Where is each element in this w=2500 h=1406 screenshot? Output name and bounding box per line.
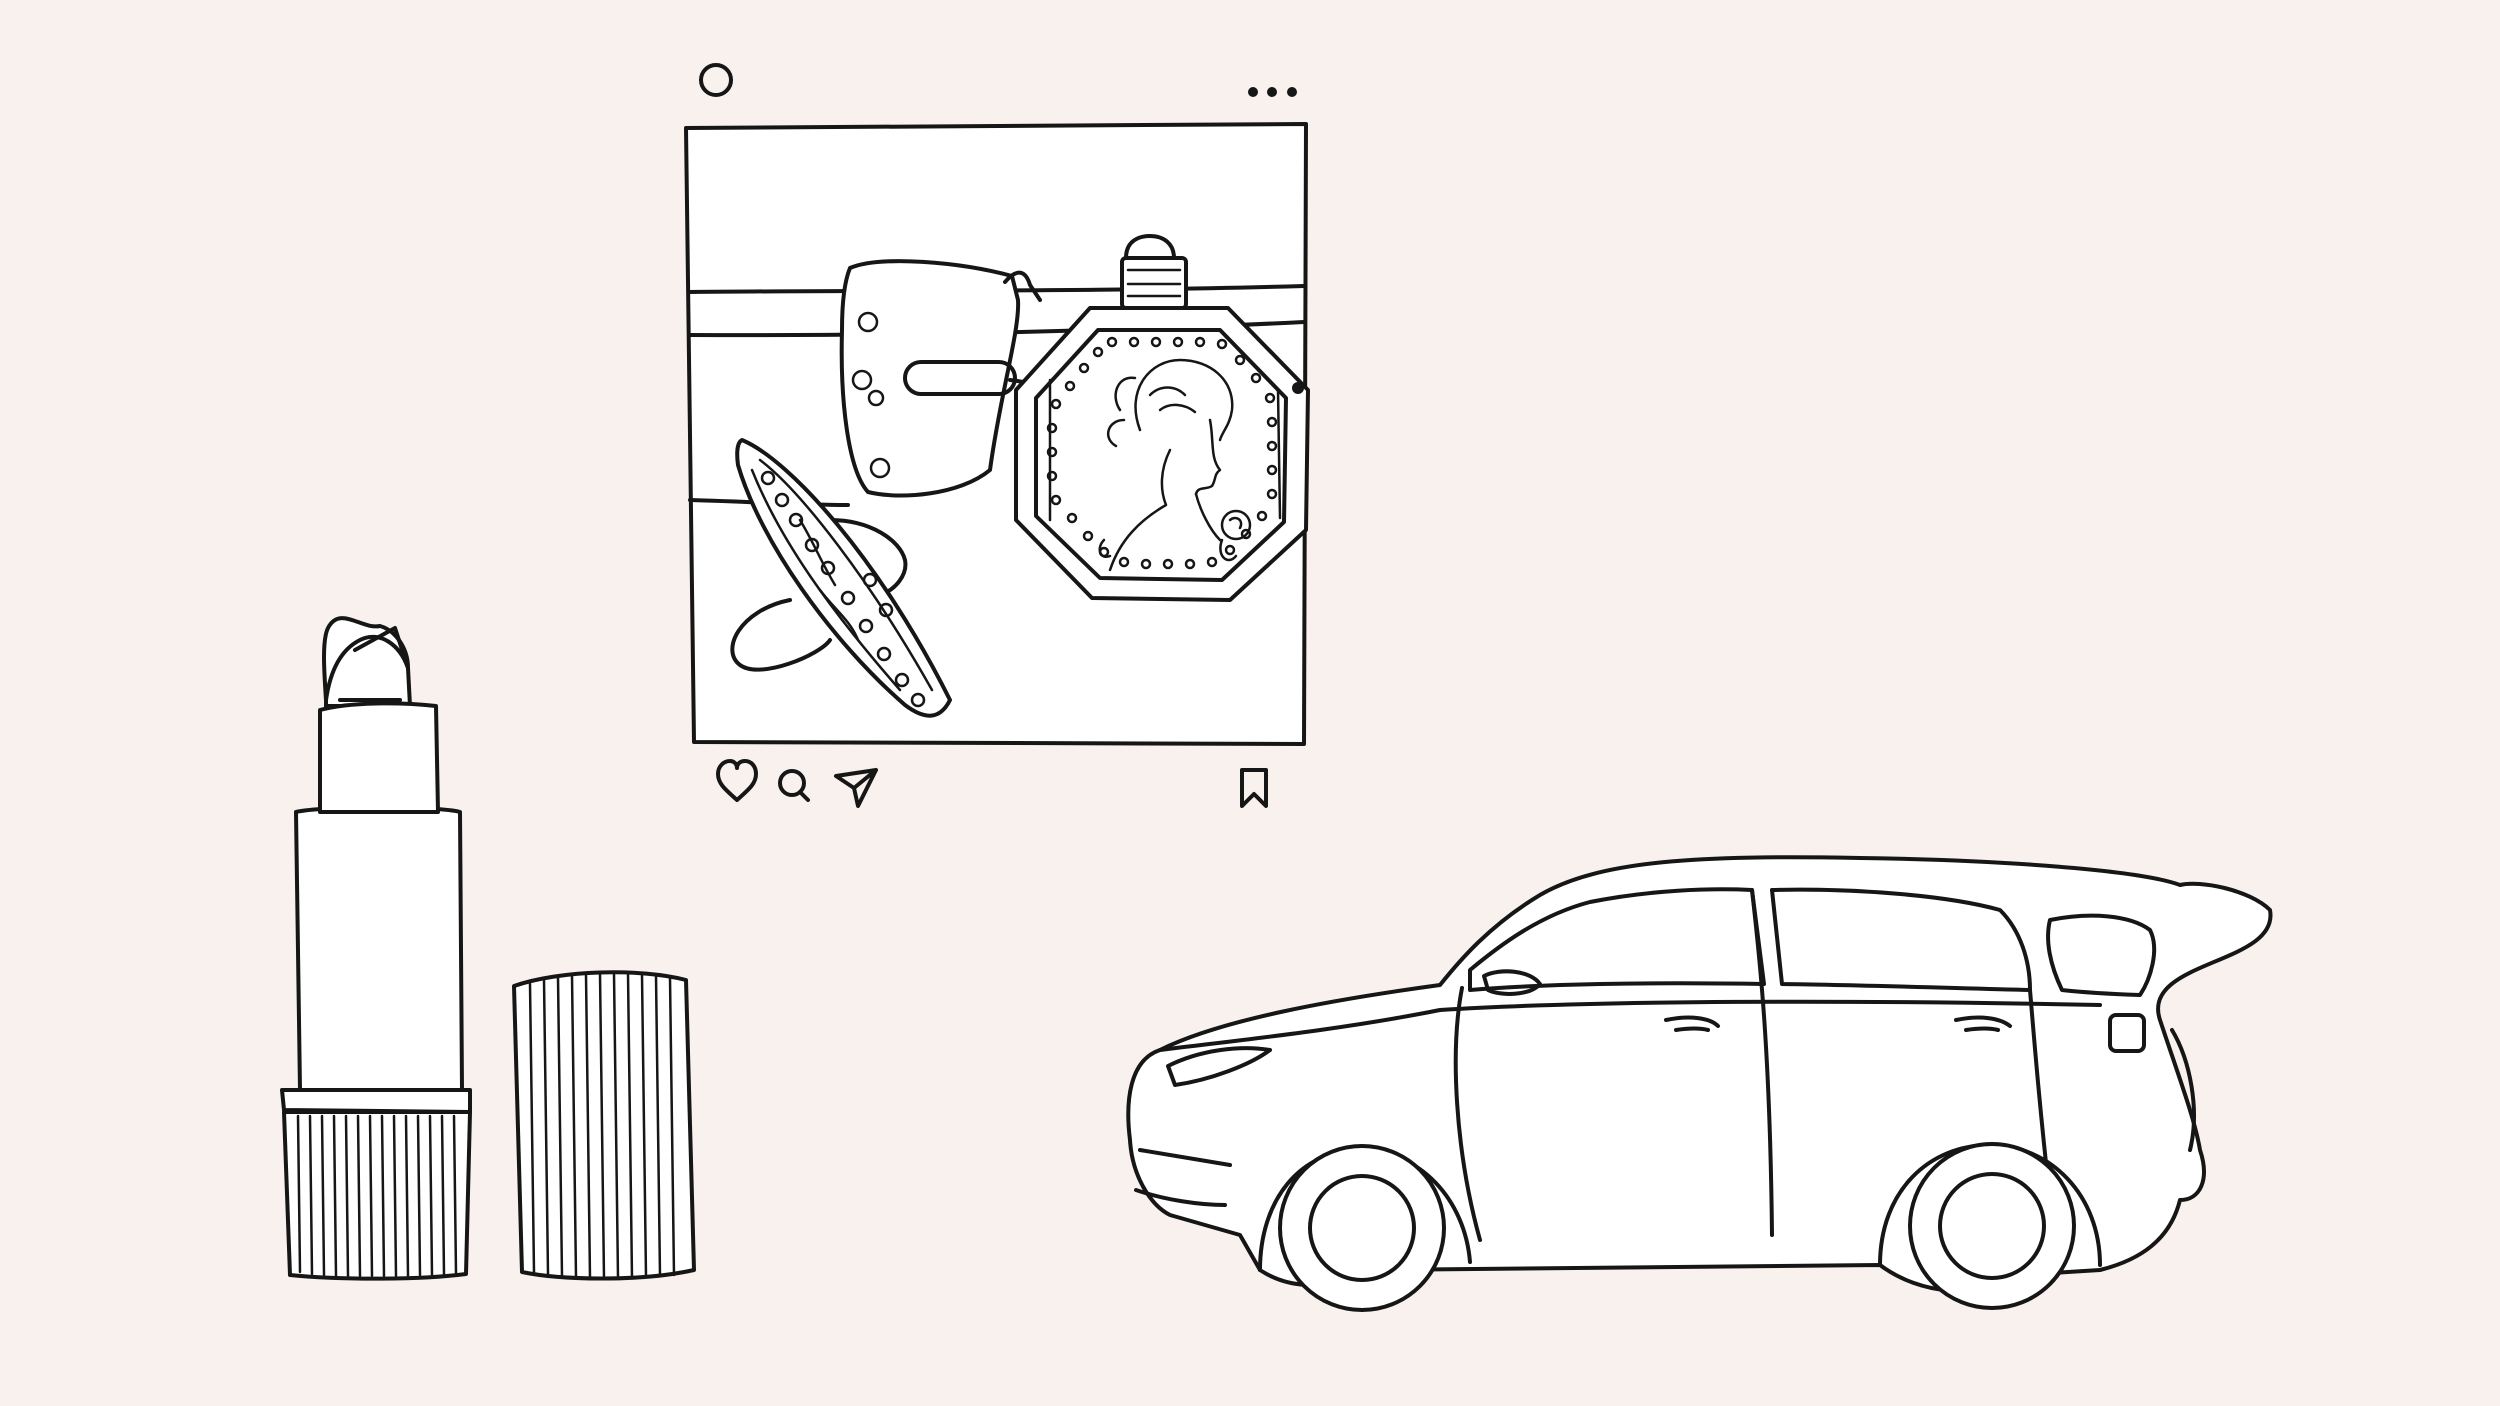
suv-car xyxy=(1126,855,2273,1312)
door-seam-center xyxy=(1750,888,1774,1237)
car-front-window xyxy=(1468,887,1766,992)
avatar-circle-icon[interactable] xyxy=(699,63,733,97)
lipstick-base-ribs xyxy=(296,1114,458,1278)
heart-icon[interactable] xyxy=(716,759,758,802)
rear-door-handle xyxy=(1954,1015,2012,1032)
post-image-content xyxy=(688,234,1310,718)
tail-line xyxy=(2170,1028,2196,1152)
shoulder-line xyxy=(1158,999,2102,1052)
car-back-window xyxy=(2046,913,2157,997)
bookmark-icon[interactable] xyxy=(1240,768,1268,808)
cap-ribs xyxy=(528,972,676,1280)
octagonal-perfume-bottle xyxy=(1014,234,1310,602)
grille-line xyxy=(1134,1188,1227,1207)
headlight xyxy=(1166,1046,1272,1087)
door-seam-front xyxy=(1453,986,1482,1242)
social-post xyxy=(684,63,1310,808)
more-dots-icon[interactable] xyxy=(1248,87,1297,97)
lipstick-cap xyxy=(512,970,696,1281)
belt-buckle xyxy=(839,259,1062,498)
cameo-portrait xyxy=(1098,358,1252,572)
fuel-door xyxy=(2108,1013,2146,1053)
side-mirror xyxy=(1482,969,1542,996)
lipstick xyxy=(280,616,472,1281)
rear-wheel xyxy=(1908,1142,2076,1310)
front-wheel xyxy=(1278,1144,1446,1312)
front-door-handle xyxy=(1664,1015,1720,1032)
bumper-line xyxy=(1138,1148,1232,1167)
comment-bubble-icon[interactable] xyxy=(778,769,810,802)
paper-plane-icon[interactable] xyxy=(834,768,878,808)
marquise-ring xyxy=(730,438,952,718)
car-rear-window xyxy=(1770,887,2032,992)
